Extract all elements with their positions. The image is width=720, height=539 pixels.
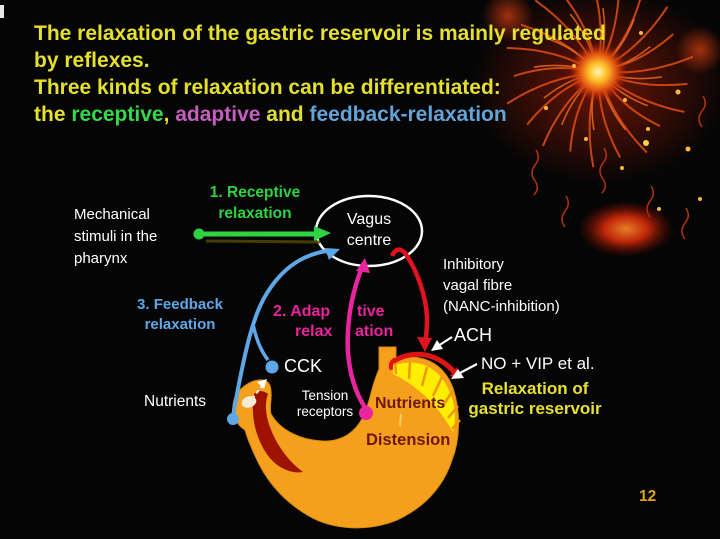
ach-pointer-head	[431, 340, 443, 351]
nutrient-dashed-arrowhead	[257, 379, 267, 389]
label-mechanical-stimuli: Mechanical stimuli in the pharynx	[74, 206, 158, 267]
label-relaxation-reservoir: Relaxation of gastric reservoir	[468, 379, 602, 418]
fundus-red-band	[391, 351, 458, 376]
label-nutrients: Nutrients	[144, 393, 207, 410]
novip-pointer-line	[459, 363, 478, 374]
cck-dot	[265, 360, 279, 374]
label-tension-receptors: Tension receptors	[296, 388, 354, 419]
title-word-the: the	[34, 103, 72, 126]
title-word-feedback: feedback-relaxation	[309, 103, 507, 126]
label-ach: ACH	[454, 325, 493, 345]
slide-title: The relaxation of the gastric reservoir …	[34, 20, 704, 128]
label-vagus-centre: Vagus centre	[346, 211, 392, 249]
label-feedback-relaxation: 3. Feedback relaxation	[137, 296, 223, 333]
label-adaptive-part1: 2. Adap	[273, 303, 331, 320]
ach-pointer-line	[437, 336, 453, 347]
nutrient-receptor-dot	[227, 413, 239, 425]
label-nutrients-stomach: Nutrients	[375, 395, 446, 412]
label-adaptive-part2: tive	[357, 303, 385, 320]
stomach-highlight-tick	[399, 413, 402, 427]
label-cck: CCK	[284, 356, 323, 376]
title-line-2: by reflexes.	[34, 49, 150, 72]
feedback-cck-branch	[251, 323, 270, 362]
title-line-1: The relaxation of the gastric reservoir …	[34, 22, 606, 45]
edge-artifact	[0, 5, 4, 18]
inhibitory-fibre-arrow	[389, 247, 430, 342]
title-line-3: Three kinds of relaxation can be differe…	[34, 76, 501, 99]
page-number: 12	[639, 488, 657, 505]
title-word-adaptive: adaptive	[175, 103, 261, 126]
label-adaptive-part3: relax	[295, 323, 333, 340]
inhibitory-arrowhead	[417, 337, 432, 352]
label-distension: Distension	[366, 431, 451, 449]
title-word-and: and	[260, 103, 310, 126]
receptive-arrow-origin-dot	[193, 228, 205, 240]
nutrient-dashed-arrow	[251, 385, 263, 400]
adaptive-arrowhead	[356, 258, 370, 273]
green-arrow-shadow	[205, 239, 321, 244]
receptive-arrowhead	[314, 226, 331, 241]
label-receptive-relaxation: 1. Receptive relaxation	[209, 184, 301, 222]
fundus-red-band-hook	[388, 358, 396, 370]
label-no-vip: NO + VIP et al.	[481, 354, 595, 373]
title-line-4: the receptive, adaptive and feedback-rel…	[34, 101, 704, 128]
firework-ember-glow	[578, 201, 674, 257]
red-band-tip	[450, 367, 460, 379]
novip-pointer-head	[451, 369, 464, 379]
nutrient-bolus-dot	[241, 396, 257, 408]
title-word-receptive: receptive	[71, 103, 164, 126]
label-adaptive-part4: ation	[355, 323, 394, 340]
title-comma: ,	[163, 103, 176, 126]
label-inhibitory-fibre: Inhibitory vagal fibre (NANC-inhibition)	[443, 256, 560, 315]
